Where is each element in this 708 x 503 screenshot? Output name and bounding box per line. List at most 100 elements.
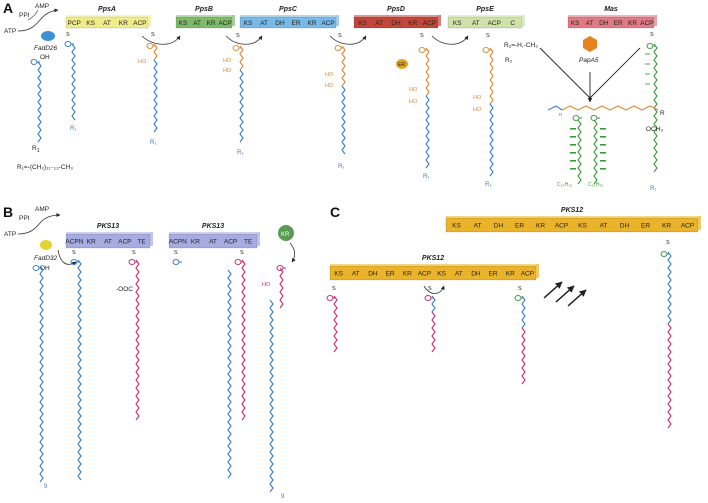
methyl-wedge bbox=[570, 136, 576, 138]
domain-label: KS bbox=[179, 20, 188, 27]
domain-label: ER bbox=[614, 20, 623, 27]
carbonyl-o bbox=[590, 115, 598, 121]
n9-label-2: 9 bbox=[281, 494, 285, 500]
domain-label: KS bbox=[437, 270, 446, 277]
domain-label: KS bbox=[334, 270, 343, 277]
panel-a-label: A bbox=[3, 0, 13, 16]
thioester-s: S bbox=[72, 250, 76, 256]
domain-label: KS bbox=[452, 222, 461, 229]
domain-label: KR bbox=[403, 270, 412, 277]
carbonyl-o bbox=[334, 45, 342, 51]
carbonyl-o bbox=[234, 259, 242, 265]
module-title: PpsA bbox=[98, 6, 116, 13]
domain-label: TE bbox=[137, 238, 146, 245]
chain-c-1 bbox=[333, 295, 338, 353]
c25-label: C₂₅H₃₉ bbox=[588, 182, 603, 188]
domain-label: KS bbox=[358, 20, 367, 27]
chain-ppsc-orange bbox=[239, 45, 244, 71]
carbonyl-o bbox=[64, 41, 72, 47]
carbonyl-o bbox=[30, 59, 38, 65]
chain-b-acp bbox=[135, 259, 140, 421]
chain-c-2-blue bbox=[431, 295, 436, 313]
domain-label: ER bbox=[386, 270, 395, 277]
thioester-s: S bbox=[338, 33, 342, 39]
domain-label: KR bbox=[307, 20, 316, 27]
chain-b2-blue bbox=[227, 269, 232, 479]
chain-ppsd bbox=[341, 85, 346, 155]
methyl-wedge bbox=[600, 128, 606, 130]
hydroxyl-label: HO bbox=[409, 99, 418, 105]
c20-label: C₂₀H₃₉ bbox=[557, 182, 572, 188]
module-title: PpsE bbox=[476, 6, 494, 13]
r1-terminal: R₁ bbox=[237, 150, 243, 156]
chain-b2-pink bbox=[241, 259, 246, 421]
pdim-product bbox=[547, 105, 659, 185]
domain-label: DH bbox=[471, 270, 481, 277]
chain-c-2-pink bbox=[431, 311, 436, 353]
domain-label: ACP bbox=[321, 20, 334, 27]
transfer-arrow bbox=[225, 35, 263, 45]
transfer-arrow bbox=[141, 35, 181, 45]
domain-label: KS bbox=[578, 222, 587, 229]
domain-label: AT bbox=[103, 20, 111, 27]
product-r-label: R bbox=[660, 110, 665, 117]
thioester-s: S bbox=[650, 32, 654, 38]
panel-b-label: B bbox=[3, 204, 13, 220]
chain-b-acpn bbox=[77, 259, 82, 481]
domain-label: DH bbox=[599, 20, 609, 27]
r1-terminal: R₁ bbox=[150, 140, 156, 146]
panel-c-label: C bbox=[330, 204, 340, 220]
hydroxyl-label: HO bbox=[409, 87, 418, 93]
domain-label: TE bbox=[244, 238, 253, 245]
hydroxyl-label: HO bbox=[223, 68, 232, 74]
domain-label: AT bbox=[193, 20, 201, 27]
r1-definition: R₁=-(CH₂)₁₁₋₁₃-CH₃ bbox=[17, 164, 73, 171]
carbonyl-o bbox=[424, 295, 432, 301]
hydroxyl-label: HO bbox=[262, 282, 271, 288]
ppi-label-b: PPI bbox=[19, 215, 30, 222]
amp-label-b: AMP bbox=[35, 206, 49, 213]
carbonyl-o bbox=[646, 43, 654, 49]
carbonyl-o bbox=[418, 47, 426, 53]
domain-label: ER bbox=[641, 222, 650, 229]
er-small-label: ER bbox=[398, 62, 405, 68]
methyl-wedge bbox=[600, 160, 606, 162]
module-title: PpsC bbox=[279, 6, 298, 13]
chain-ppse2 bbox=[489, 103, 494, 177]
r1-terminal: R₁ bbox=[485, 182, 491, 188]
domain-label: ACP bbox=[224, 238, 237, 245]
module-title: Mas bbox=[604, 6, 618, 13]
methyl-wedge bbox=[570, 168, 576, 170]
r1-terminal: R₁ bbox=[70, 126, 76, 132]
thioester-s: S bbox=[332, 286, 336, 292]
domain-label: DH bbox=[275, 20, 285, 27]
progress-arrows bbox=[543, 281, 587, 307]
domain-label: ACP bbox=[118, 238, 131, 245]
er-domain-small bbox=[396, 59, 408, 69]
hydroxyl-label: HO bbox=[138, 59, 147, 65]
domain-label: ER bbox=[489, 270, 498, 277]
activation-arrow-a bbox=[17, 8, 59, 32]
thioester-s: S bbox=[236, 33, 240, 39]
domain-label: KS bbox=[453, 20, 462, 27]
hydroxyl-label: HO bbox=[325, 83, 334, 89]
hydroxyl-label: HO bbox=[473, 95, 482, 101]
chain-ppsa bbox=[71, 43, 76, 121]
domain-label: C bbox=[510, 20, 515, 27]
carbonyl-o bbox=[482, 47, 490, 53]
r1-terminal: R₁ bbox=[338, 164, 344, 170]
product-backbone bbox=[561, 105, 659, 111]
chain-c-4-pink bbox=[667, 323, 672, 429]
methyl-wedge bbox=[570, 128, 576, 130]
domain-label: AT bbox=[104, 238, 112, 245]
fadd26-label: FadD26 bbox=[34, 45, 58, 52]
activation-arrow-b bbox=[17, 213, 61, 235]
